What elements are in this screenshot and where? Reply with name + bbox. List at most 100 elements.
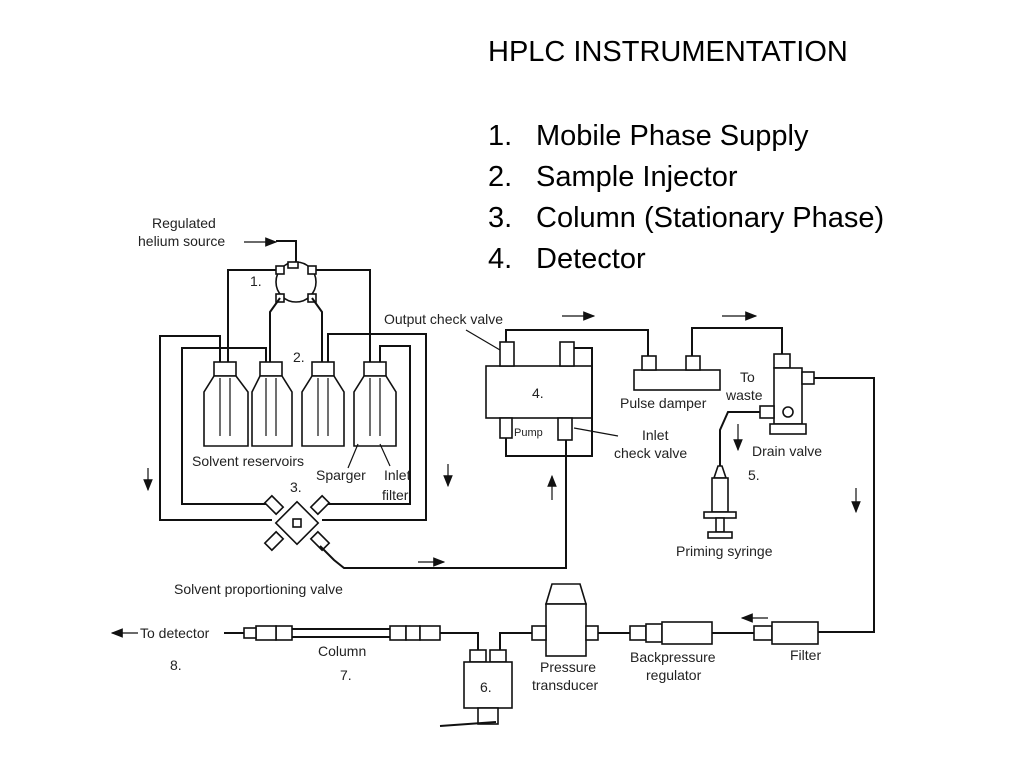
priming-syringe xyxy=(703,465,737,539)
inlet-filter-label-1: Inlet xyxy=(384,467,411,483)
backpressure-regulator xyxy=(661,621,713,645)
column-label: Column xyxy=(318,643,366,659)
to-waste-label-2: waste xyxy=(725,387,763,403)
backpressure-label-2: regulator xyxy=(646,667,702,683)
list-item: 1.Mobile Phase Supply xyxy=(488,120,809,152)
injector-fitting xyxy=(469,649,487,663)
solvent-bottle xyxy=(301,361,345,447)
injector-to-column-line xyxy=(440,632,479,650)
proportioning-valve xyxy=(263,494,331,552)
helium-source-label: helium source xyxy=(138,233,225,249)
transducer-top xyxy=(544,583,588,605)
regulator-fitting xyxy=(645,623,663,643)
injector-handle xyxy=(439,721,497,727)
solvent-loop-1 xyxy=(159,335,272,521)
column-fitting xyxy=(255,625,277,641)
drain-to-filter-line xyxy=(814,377,875,633)
damper-fitting xyxy=(641,355,657,371)
solvent-loop-4 xyxy=(316,345,411,505)
column-fitting xyxy=(243,627,257,639)
drain-valve-label: Drain valve xyxy=(752,443,822,459)
pressure-transducer xyxy=(545,603,587,657)
inlet-check-pointer xyxy=(573,427,619,437)
solvent-bottle xyxy=(203,361,249,447)
output-check-valve xyxy=(499,341,515,367)
drain-valve-base xyxy=(769,423,807,435)
drain-side-fitting xyxy=(801,371,815,385)
manifold-fitting xyxy=(307,265,317,275)
solvent-proportioning-valve-label: Solvent proportioning valve xyxy=(174,581,343,597)
pump-label: Pump xyxy=(514,427,543,439)
helium-feed-1 xyxy=(227,269,276,362)
inlet-filter-label-2: filter xyxy=(382,487,409,503)
solvent-bottle xyxy=(251,361,293,447)
drain-to-syringe-line xyxy=(719,411,760,466)
damper-to-drain-line xyxy=(691,327,783,356)
output-check-pointer xyxy=(465,329,501,351)
backpressure-label-1: Backpressure xyxy=(630,649,716,665)
sample-injector xyxy=(463,661,513,709)
helium-line xyxy=(276,240,297,262)
sparger-label: Sparger xyxy=(316,467,366,483)
damper-fitting xyxy=(685,355,701,371)
regulator-fitting xyxy=(629,625,647,641)
helium-feed-2 xyxy=(269,297,281,362)
transducer-fitting xyxy=(531,625,547,641)
injector-fitting xyxy=(489,649,507,663)
pump-fitting xyxy=(559,341,575,367)
helium-feed-3 xyxy=(311,297,323,362)
label-3: 3. xyxy=(290,479,302,495)
pressure-label-1: Pressure xyxy=(540,659,596,675)
manifold-fitting xyxy=(287,261,299,269)
component-list: 1.Mobile Phase Supply 2.Sample Injector … xyxy=(488,116,884,280)
column-fitting xyxy=(405,625,421,641)
column-fitting xyxy=(275,625,293,641)
regulated-label: Regulated xyxy=(152,215,216,231)
to-detector-label: To detector xyxy=(140,625,210,641)
output-check-valve-label: Output check valve xyxy=(384,311,503,327)
drain-side-fitting xyxy=(759,405,775,419)
pump-fitting xyxy=(499,417,513,439)
slide-title: HPLC INSTRUMENTATION xyxy=(488,36,848,68)
inlet-check-label-1: Inlet xyxy=(642,427,669,443)
pump-body xyxy=(485,365,593,419)
drain-fitting xyxy=(773,353,791,369)
label-2: 2. xyxy=(293,349,305,365)
sparger-pointer xyxy=(347,443,359,469)
inlet-check-label-2: check valve xyxy=(614,445,687,461)
label-1: 1. xyxy=(250,273,262,289)
solvent-reservoirs-label: Solvent reservoirs xyxy=(192,453,304,469)
inlet-filter-pointer xyxy=(379,443,391,467)
list-item: 4.Detector xyxy=(488,243,646,275)
solvent-bottle xyxy=(353,361,397,447)
to-waste-label-1: To xyxy=(740,369,755,385)
manifold-fitting xyxy=(275,265,285,275)
transducer-fitting xyxy=(585,625,599,641)
injector-stem xyxy=(477,707,499,725)
transducer-to-injector-line xyxy=(499,632,532,650)
pump-out-line xyxy=(505,329,649,360)
list-item: 2.Sample Injector xyxy=(488,161,738,193)
label-7: 7. xyxy=(340,667,352,683)
label-4: 4. xyxy=(532,385,544,401)
filter-fitting xyxy=(753,625,773,641)
pressure-label-2: transducer xyxy=(532,677,598,693)
inlet-check-valve xyxy=(557,417,573,441)
drain-valve-knob xyxy=(782,406,794,418)
priming-syringe-label: Priming syringe xyxy=(676,543,773,559)
label-6: 6. xyxy=(480,679,492,695)
filter-body xyxy=(771,621,819,645)
filter-label: Filter xyxy=(790,647,821,663)
solvent-loop-2 xyxy=(181,347,278,505)
solvent-loop-3 xyxy=(322,333,427,521)
label-5: 5. xyxy=(748,467,760,483)
label-8: 8. xyxy=(170,657,182,673)
valve-to-pump-line xyxy=(319,434,567,569)
pulse-damper-label: Pulse damper xyxy=(620,395,707,411)
list-item: 3.Column (Stationary Phase) xyxy=(488,202,885,234)
column-fitting xyxy=(419,625,441,641)
helium-feed-4 xyxy=(316,269,371,362)
column-fitting xyxy=(389,625,407,641)
